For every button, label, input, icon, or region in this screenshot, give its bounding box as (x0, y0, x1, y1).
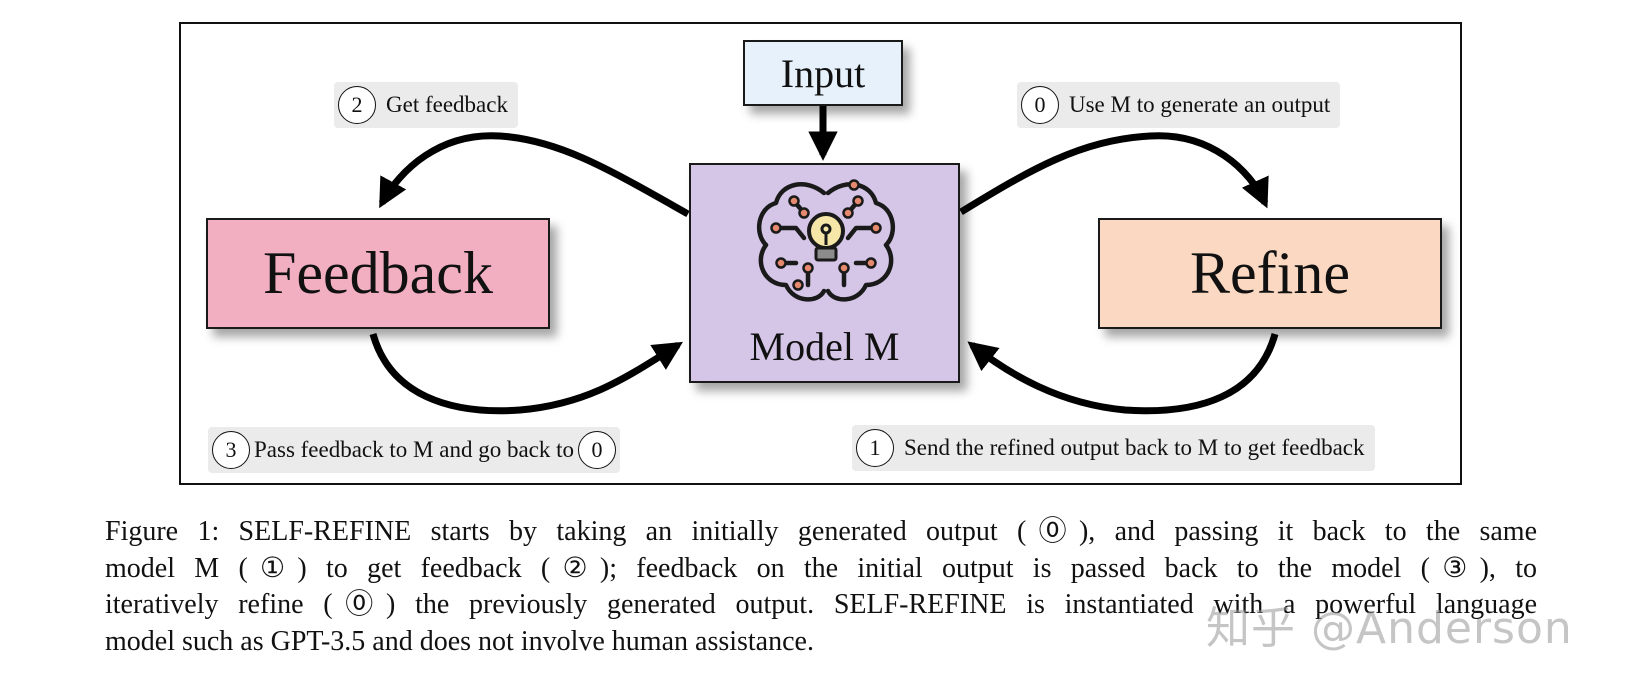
refine-label: Refine (1190, 240, 1350, 306)
caption-line: Figure 1: SELF-REFINE starts by taking a… (105, 516, 1537, 547)
step-number-badge: 1 (856, 429, 894, 467)
step-number-badge: 0 (1021, 86, 1059, 124)
caption-line: iteratively refine (⓪) the previously ge… (105, 589, 1537, 620)
step-generate-label: 0 Use M to generate an output (1017, 82, 1341, 128)
feedback-label: Feedback (263, 240, 493, 306)
step-number-badge: 3 (212, 431, 250, 469)
caption-line: model M (①) to get feedback (②); feedbac… (105, 552, 1537, 584)
arrow-model-to-feedback (378, 132, 690, 218)
step-number-badge: 2 (338, 86, 376, 124)
step-text: Get feedback (386, 92, 508, 117)
step-pass-feedback-label: 3 Pass feedback to M and go back to 0 (208, 427, 621, 473)
refine-node: Refine (1098, 218, 1442, 329)
step-send-back-label: 1 Send the refined output back to M to g… (852, 425, 1375, 471)
watermark: 知乎 @Anderson (1206, 603, 1573, 654)
input-label: Input (780, 50, 866, 96)
input-node: Input (743, 40, 903, 106)
step-text: Send the refined output back to M to get… (904, 435, 1365, 460)
model-node: Model M (689, 163, 960, 383)
step-text: Pass feedback to M and go back to (254, 437, 575, 462)
step-text: Use M to generate an output (1069, 92, 1331, 117)
caption-line: model such as GPT-3.5 and does not invol… (105, 625, 814, 657)
arrow-feedback-to-model (369, 333, 683, 415)
brain-circuit-lightbulb-icon (756, 179, 896, 302)
arrow-model-to-refine (959, 132, 1269, 215)
step-target-badge: 0 (578, 431, 617, 469)
arrow-refine-to-model (967, 333, 1279, 415)
feedback-node: Feedback (206, 218, 550, 329)
step-get-feedback-label: 2 Get feedback (334, 82, 518, 128)
figure-caption: Figure 1: SELF-REFINE starts by taking a… (105, 514, 1537, 660)
model-label: Model M (749, 324, 900, 369)
